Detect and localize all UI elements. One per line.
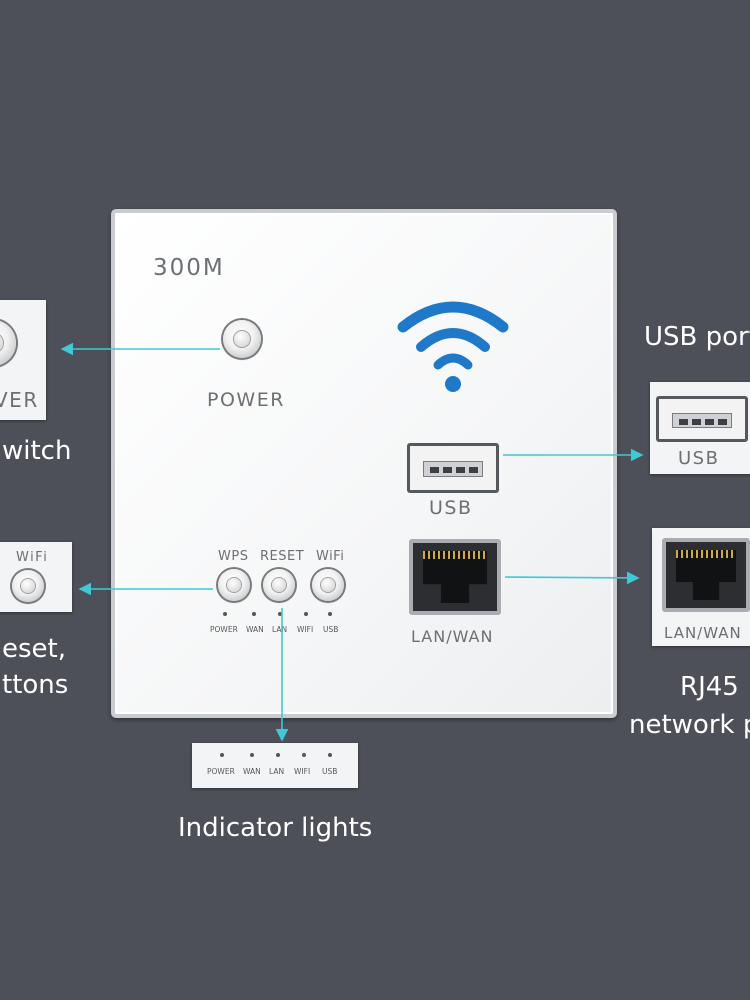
rj45-port[interactable] [409,539,501,615]
indicator-wifi [304,612,308,616]
buttons-callout: WiFi [0,542,72,612]
lan-wan-label: LAN/WAN [411,627,494,646]
indicator-label-wifi: WIFI [297,625,314,634]
rj45-callout: LAN/WAN [652,528,750,646]
wifi-button-label: WiFi [316,549,345,564]
reset-button[interactable] [263,569,295,601]
zoom-dot-usb [328,753,332,757]
zoom-label-wan: WAN [243,767,261,776]
usb-zoom-label: USB [678,448,720,469]
power-button-zoom [0,320,16,366]
indicator-label-power: POWER [210,625,238,634]
indicator-lan [278,612,282,616]
rj45-port-zoom [662,538,750,612]
indicator-label-usb: USB [323,625,339,634]
usb-port-caption: USB port [644,322,750,352]
indicator-label-wan: WAN [246,625,264,634]
buttons-caption-line2: ttons [2,670,69,700]
power-zoom-label: VER [0,388,39,412]
zoom-label-lan: LAN [269,767,285,776]
model-label: 300M [153,255,225,281]
wifi-icon [397,301,509,392]
rj45-caption-line1: RJ45 [680,672,739,702]
usb-port[interactable] [407,443,499,493]
power-switch-caption: witch [2,436,72,466]
wps-button[interactable] [218,569,250,601]
usb-port-zoom [656,396,748,442]
indicator-label-lan: LAN [272,625,288,634]
rj45-zoom-label: LAN/WAN [664,624,742,642]
indicator-power [223,612,227,616]
wifi-button-zoom [12,570,44,602]
wall-router-panel: 300M POWER USB LAN/WAN WPS RESET WiFi PO [111,209,617,718]
rj45-caption-line2: network p [629,710,750,740]
arrow-icon [504,571,640,585]
wps-label: WPS [218,549,249,564]
power-button[interactable] [223,320,261,358]
indicator-caption: Indicator lights [178,813,373,843]
zoom-dot-power [220,753,224,757]
usb-callout: USB [650,382,750,474]
buttons-caption-line1: eset, [2,634,66,664]
zoom-label-power: POWER [207,767,235,776]
reset-label: RESET [260,549,305,564]
zoom-label-wifi: WIFI [294,767,311,776]
zoom-dot-wifi [302,753,306,757]
zoom-dot-lan [276,753,280,757]
zoom-dot-wan [250,753,254,757]
power-switch-callout: VER [0,300,46,420]
wifi-toggle-button[interactable] [312,569,344,601]
power-label: POWER [207,389,285,411]
indicator-usb [328,612,332,616]
zoom-label-usb: USB [322,767,338,776]
indicator-callout: POWER WAN LAN WIFI USB [192,743,358,788]
indicator-wan [252,612,256,616]
buttons-zoom-label: WiFi [16,550,49,565]
usb-label: USB [429,497,473,519]
